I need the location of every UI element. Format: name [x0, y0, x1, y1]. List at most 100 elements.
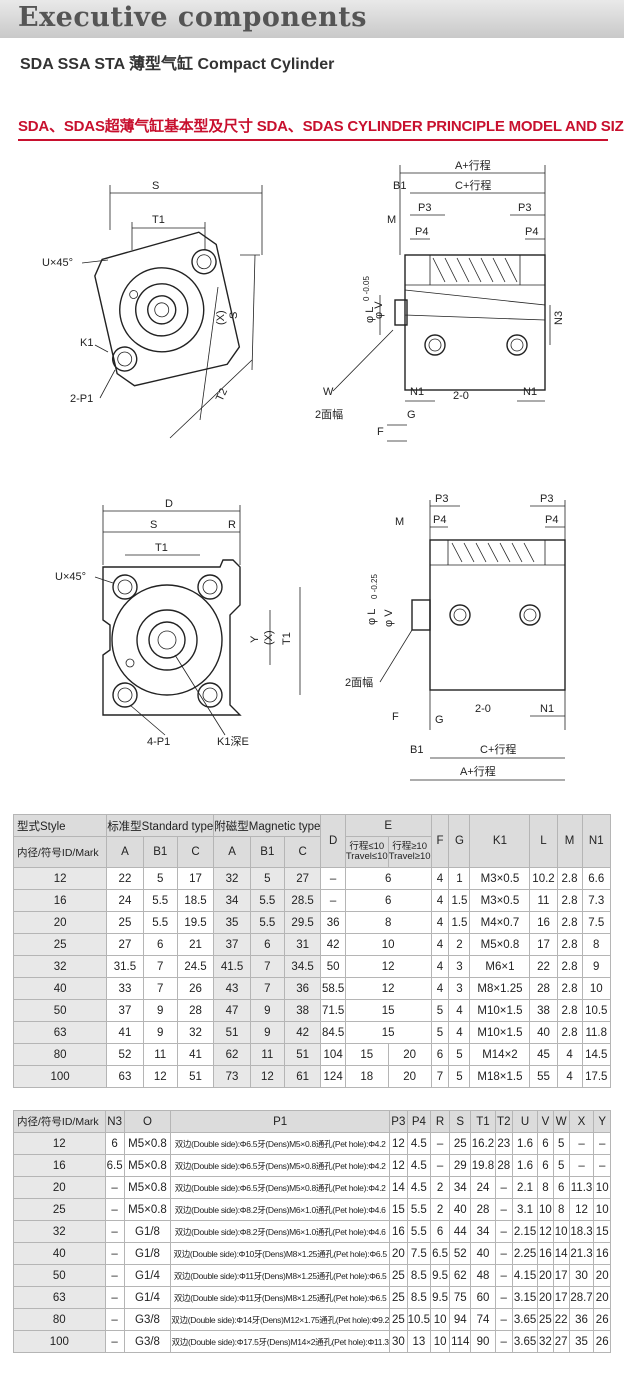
table2-cell: G1/4 — [123, 1286, 172, 1309]
table1-cell: 50 — [12, 999, 108, 1022]
table1-cell: 7 — [430, 1065, 450, 1088]
table1-cell: 4 — [556, 1043, 583, 1066]
table1-cell: 12 — [344, 955, 432, 978]
table1-cell: 8 — [344, 911, 432, 934]
th-standard-type: 标准型Standard type — [106, 814, 215, 837]
dim-p4-left: P4 — [415, 226, 428, 238]
spec-table-1: 型式Style 标准型Standard type 附磁型Magnetic typ… — [12, 814, 612, 1088]
dim-b1: B1 — [410, 744, 423, 756]
th-d: D — [320, 814, 346, 868]
th-g: G — [448, 814, 471, 868]
table1-cell: 29.5 — [283, 911, 322, 934]
section-heading: SDA、SDAS超薄气缸基本型及尺寸 SDA、SDAS CYLINDER PRI… — [18, 115, 624, 141]
table1-cell: 24 — [106, 889, 144, 912]
dim-y: Y — [249, 635, 261, 643]
th-m: M — [556, 814, 583, 868]
table2-cell: 100 — [13, 1330, 106, 1353]
table1-cell: 6 — [142, 933, 178, 956]
table1-cell: 27 — [283, 867, 322, 890]
table2-cell: 20 — [13, 1176, 106, 1199]
table2-cell: 90 — [470, 1330, 496, 1353]
dim-s-vertical: S — [228, 312, 240, 319]
th-style: 型式Style — [12, 814, 108, 837]
product-subtitle: SDA SSA STA 薄型气缸 Compact Cylinder — [20, 56, 335, 73]
table2-cell: 21.3 — [568, 1242, 595, 1265]
table1-cell: 9 — [142, 999, 178, 1022]
table1-cell: 26 — [176, 977, 215, 1000]
table1-cell: 12 — [12, 867, 108, 890]
table1-cell: 41 — [106, 1021, 144, 1044]
table2-cell: 17 — [552, 1264, 570, 1287]
table1-cell: 9 — [142, 1021, 178, 1044]
table2-cell: 2.25 — [511, 1242, 539, 1265]
table2-cell: 114 — [449, 1330, 472, 1353]
table1-cell: 7.5 — [581, 911, 612, 934]
table1-cell: 15 — [344, 1021, 432, 1044]
table1-cell: 11.8 — [581, 1021, 612, 1044]
table1-cell: 100 — [12, 1065, 108, 1088]
table2-cell: 20 — [593, 1286, 611, 1309]
table1-cell: 2.8 — [556, 999, 583, 1022]
table1-cell: 31.5 — [106, 955, 144, 978]
th2-u: U — [511, 1110, 539, 1133]
table1-cell: 32 — [176, 1021, 215, 1044]
table2-cell: 双边(Double side):Φ11牙(Dens)M8×1.25通孔(Pet … — [170, 1264, 391, 1287]
table2-cell: 5.5 — [406, 1220, 432, 1243]
table1-cell: 4 — [430, 889, 450, 912]
table1-cell: 84.5 — [320, 1021, 346, 1044]
table2-cell: 6 — [537, 1132, 554, 1155]
table1-cell: 2.8 — [556, 867, 583, 890]
table2-cell: 12 — [389, 1154, 408, 1177]
th-std-b1: B1 — [142, 836, 178, 868]
table2-cell: 14 — [552, 1242, 570, 1265]
table2-cell: 25 — [389, 1308, 408, 1331]
table2-cell: 28 — [494, 1154, 513, 1177]
th-k1: K1 — [469, 814, 531, 868]
table1-cell: 9 — [249, 999, 285, 1022]
table2-cell: 13 — [406, 1330, 432, 1353]
table2-cell: 19.8 — [470, 1154, 496, 1177]
table2-cell: 4.5 — [406, 1154, 432, 1177]
table2-header-row: 内径/符号ID/Mark N3 O P1 P3 P4 R S T1 T2 U V… — [13, 1110, 611, 1133]
table1-header-row-2: 内径/符号ID/Mark A B1 C A B1 C 行程≤10 Travel≤… — [12, 836, 611, 868]
table2-cell: 16 — [13, 1154, 106, 1177]
label-w: W — [323, 386, 334, 398]
table1-cell: 2.8 — [556, 1021, 583, 1044]
dim-a-stroke: A+行程 — [455, 159, 491, 172]
table2-cell: – — [494, 1176, 513, 1199]
dim-s: S — [150, 519, 157, 531]
dim-a-stroke: A+行程 — [460, 765, 496, 778]
table1-cell: 6.6 — [581, 867, 612, 890]
table1-cell: 51 — [213, 1021, 251, 1044]
table1-cell: 3 — [448, 977, 471, 1000]
table1-cell: 17 — [529, 933, 558, 956]
table1-cell: 28 — [529, 977, 558, 1000]
table2-cell: M5×0.8 — [123, 1198, 172, 1221]
table2-cell: – — [593, 1132, 611, 1155]
table2-cell: 20 — [593, 1264, 611, 1287]
table1-cell: M3×0.5 — [469, 889, 531, 912]
table2-cell: 36 — [568, 1308, 595, 1331]
label-u45: U×45° — [42, 257, 73, 269]
table1-cell: 2.8 — [556, 977, 583, 1000]
table1-cell: 6 — [344, 889, 432, 912]
table1-cell: 51 — [283, 1043, 322, 1066]
table1-cell: 5 — [249, 867, 285, 890]
table2-cell: 8 — [537, 1176, 554, 1199]
table2-cell: 18.3 — [568, 1220, 595, 1243]
table2-cell: 29 — [449, 1154, 472, 1177]
table1-cell: 8 — [581, 933, 612, 956]
table1-cell: 12 — [344, 977, 432, 1000]
front-view-drawing-1: S T1 (X) S T2 U×45° K1 2-P1 — [42, 180, 263, 439]
th-l: L — [529, 814, 558, 868]
table2-cell: – — [494, 1198, 513, 1221]
table1-cell: 38 — [283, 999, 322, 1022]
side-view-drawing-1: A+行程 B1 C+行程 M P3 P3 P4 P4 φ L 0 -0.05 φ… — [315, 159, 565, 442]
dim-d: D — [165, 498, 173, 510]
label-k1: K1 — [80, 337, 93, 349]
table1-cell: 17 — [176, 867, 215, 890]
table1-cell: 10.2 — [529, 867, 558, 890]
